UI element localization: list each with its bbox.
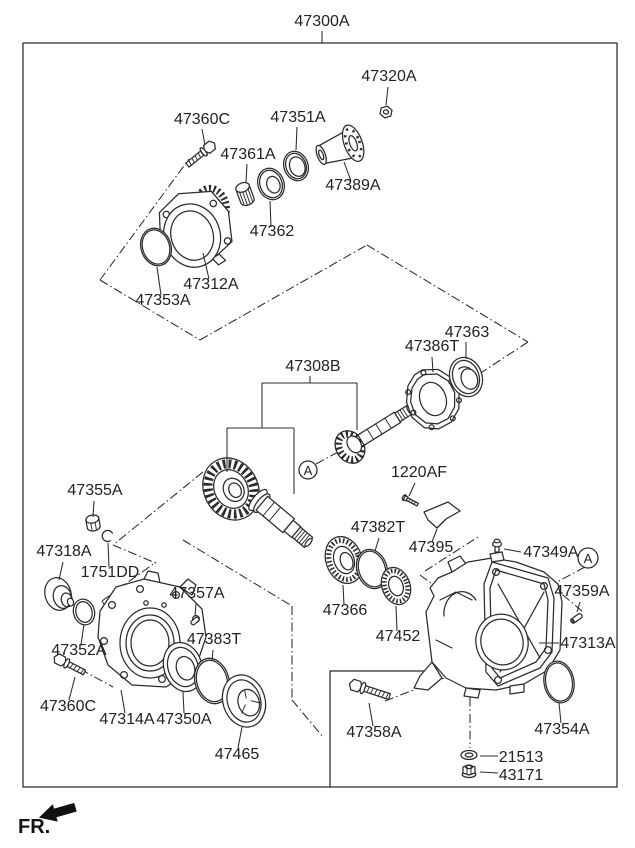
gasket-47386t [405,368,462,431]
part-label-47465: 47465 [215,746,260,763]
part-label-47313a: 47313A [560,635,615,652]
part-label-47382t: 47382T [351,519,405,536]
part-label-47320a: 47320A [361,68,416,85]
part-label-47349a: 47349A [523,544,578,561]
part-label-1751dd: 1751DD [81,564,140,581]
hub-47389a [315,124,365,165]
part-label-47300a: 47300A [294,13,349,30]
part-label-47389a: 47389A [325,177,380,194]
part-label-47354a: 47354A [534,721,589,738]
breather-47349a [491,538,503,553]
detail-marker-a-right: A [577,547,599,569]
part-label-1220af: 1220AF [391,464,447,481]
cone-washer-47318a [44,577,75,611]
oring-47382t [355,548,389,590]
ring-47352a [72,598,96,626]
washer-21513 [460,749,478,761]
oring-47383t [193,657,231,705]
marker-a-left-label: A [304,463,313,478]
bracket-47308b [226,376,358,494]
part-label-47312a: 47312A [183,276,238,293]
part-label-47360c-bottom: 47360C [40,698,96,715]
part-label-47362: 47362 [250,223,295,240]
bolt-47358a [348,678,392,701]
part-label-47386t: 47386T [405,338,459,355]
nut-47320a [379,105,393,119]
part-label-47352a: 47352A [51,642,106,659]
pin-47357a [190,616,200,626]
part-label-43171: 43171 [499,767,544,784]
part-label-47318a: 47318A [36,543,91,560]
bearing-47363 [448,356,484,398]
pinion-shaft [334,405,413,464]
fr-orientation: FR. [18,802,77,838]
part-label-47314a: 47314A [99,711,154,728]
seal-47452 [380,566,412,606]
marker-a-right-label: A [584,551,593,566]
oring-47354a [543,660,575,704]
fr-label: FR. [18,816,50,838]
pin-47359a [570,613,583,624]
part-label-47366: 47366 [323,602,368,619]
housing-47313a [413,551,563,699]
part-label-47383t: 47383T [187,631,241,648]
clip-1751dd [101,529,114,542]
detail-box [329,670,425,788]
detail-marker-a-left: A [298,460,318,480]
diagram-border [22,42,618,788]
part-label-47452: 47452 [376,628,421,645]
bearing-47465 [221,674,267,728]
bolt-47360c-top [185,140,216,168]
part-label-47350a: 47350A [156,711,211,728]
part-label-47308b: 47308B [285,358,340,375]
part-label-47358a: 47358A [346,724,401,741]
nut-47355a [85,514,101,532]
part-label-47355a: 47355A [67,482,122,499]
ring-gear [202,457,260,521]
bolt-47360c-bottom [53,653,87,676]
bearing-47362 [256,167,286,201]
part-label-47351a: 47351A [270,109,325,126]
fr-arrow-icon [38,802,77,822]
bracket-47395 [423,501,461,529]
part-label-47360c-top: 47360C [174,111,230,128]
part-label-47359a: 47359A [554,583,609,600]
screw-1220af [401,494,419,507]
seal-47351a [282,150,310,182]
plug-43171 [461,764,477,779]
part-label-47357a: 47357A [169,585,224,602]
part-label-21513: 21513 [499,749,544,766]
oring-47353a [139,227,173,267]
part-label-47353a: 47353A [135,292,190,309]
part-label-47363: 47363 [445,324,490,341]
output-shaft [248,488,314,549]
part-label-47361a: 47361A [220,146,275,163]
part-label-47395: 47395 [409,539,454,556]
bushing-47361a [235,181,255,207]
leader-lines [58,31,581,774]
part-labels: 47300A 47320A 47360C 47351A 47361A 47389… [36,13,615,784]
